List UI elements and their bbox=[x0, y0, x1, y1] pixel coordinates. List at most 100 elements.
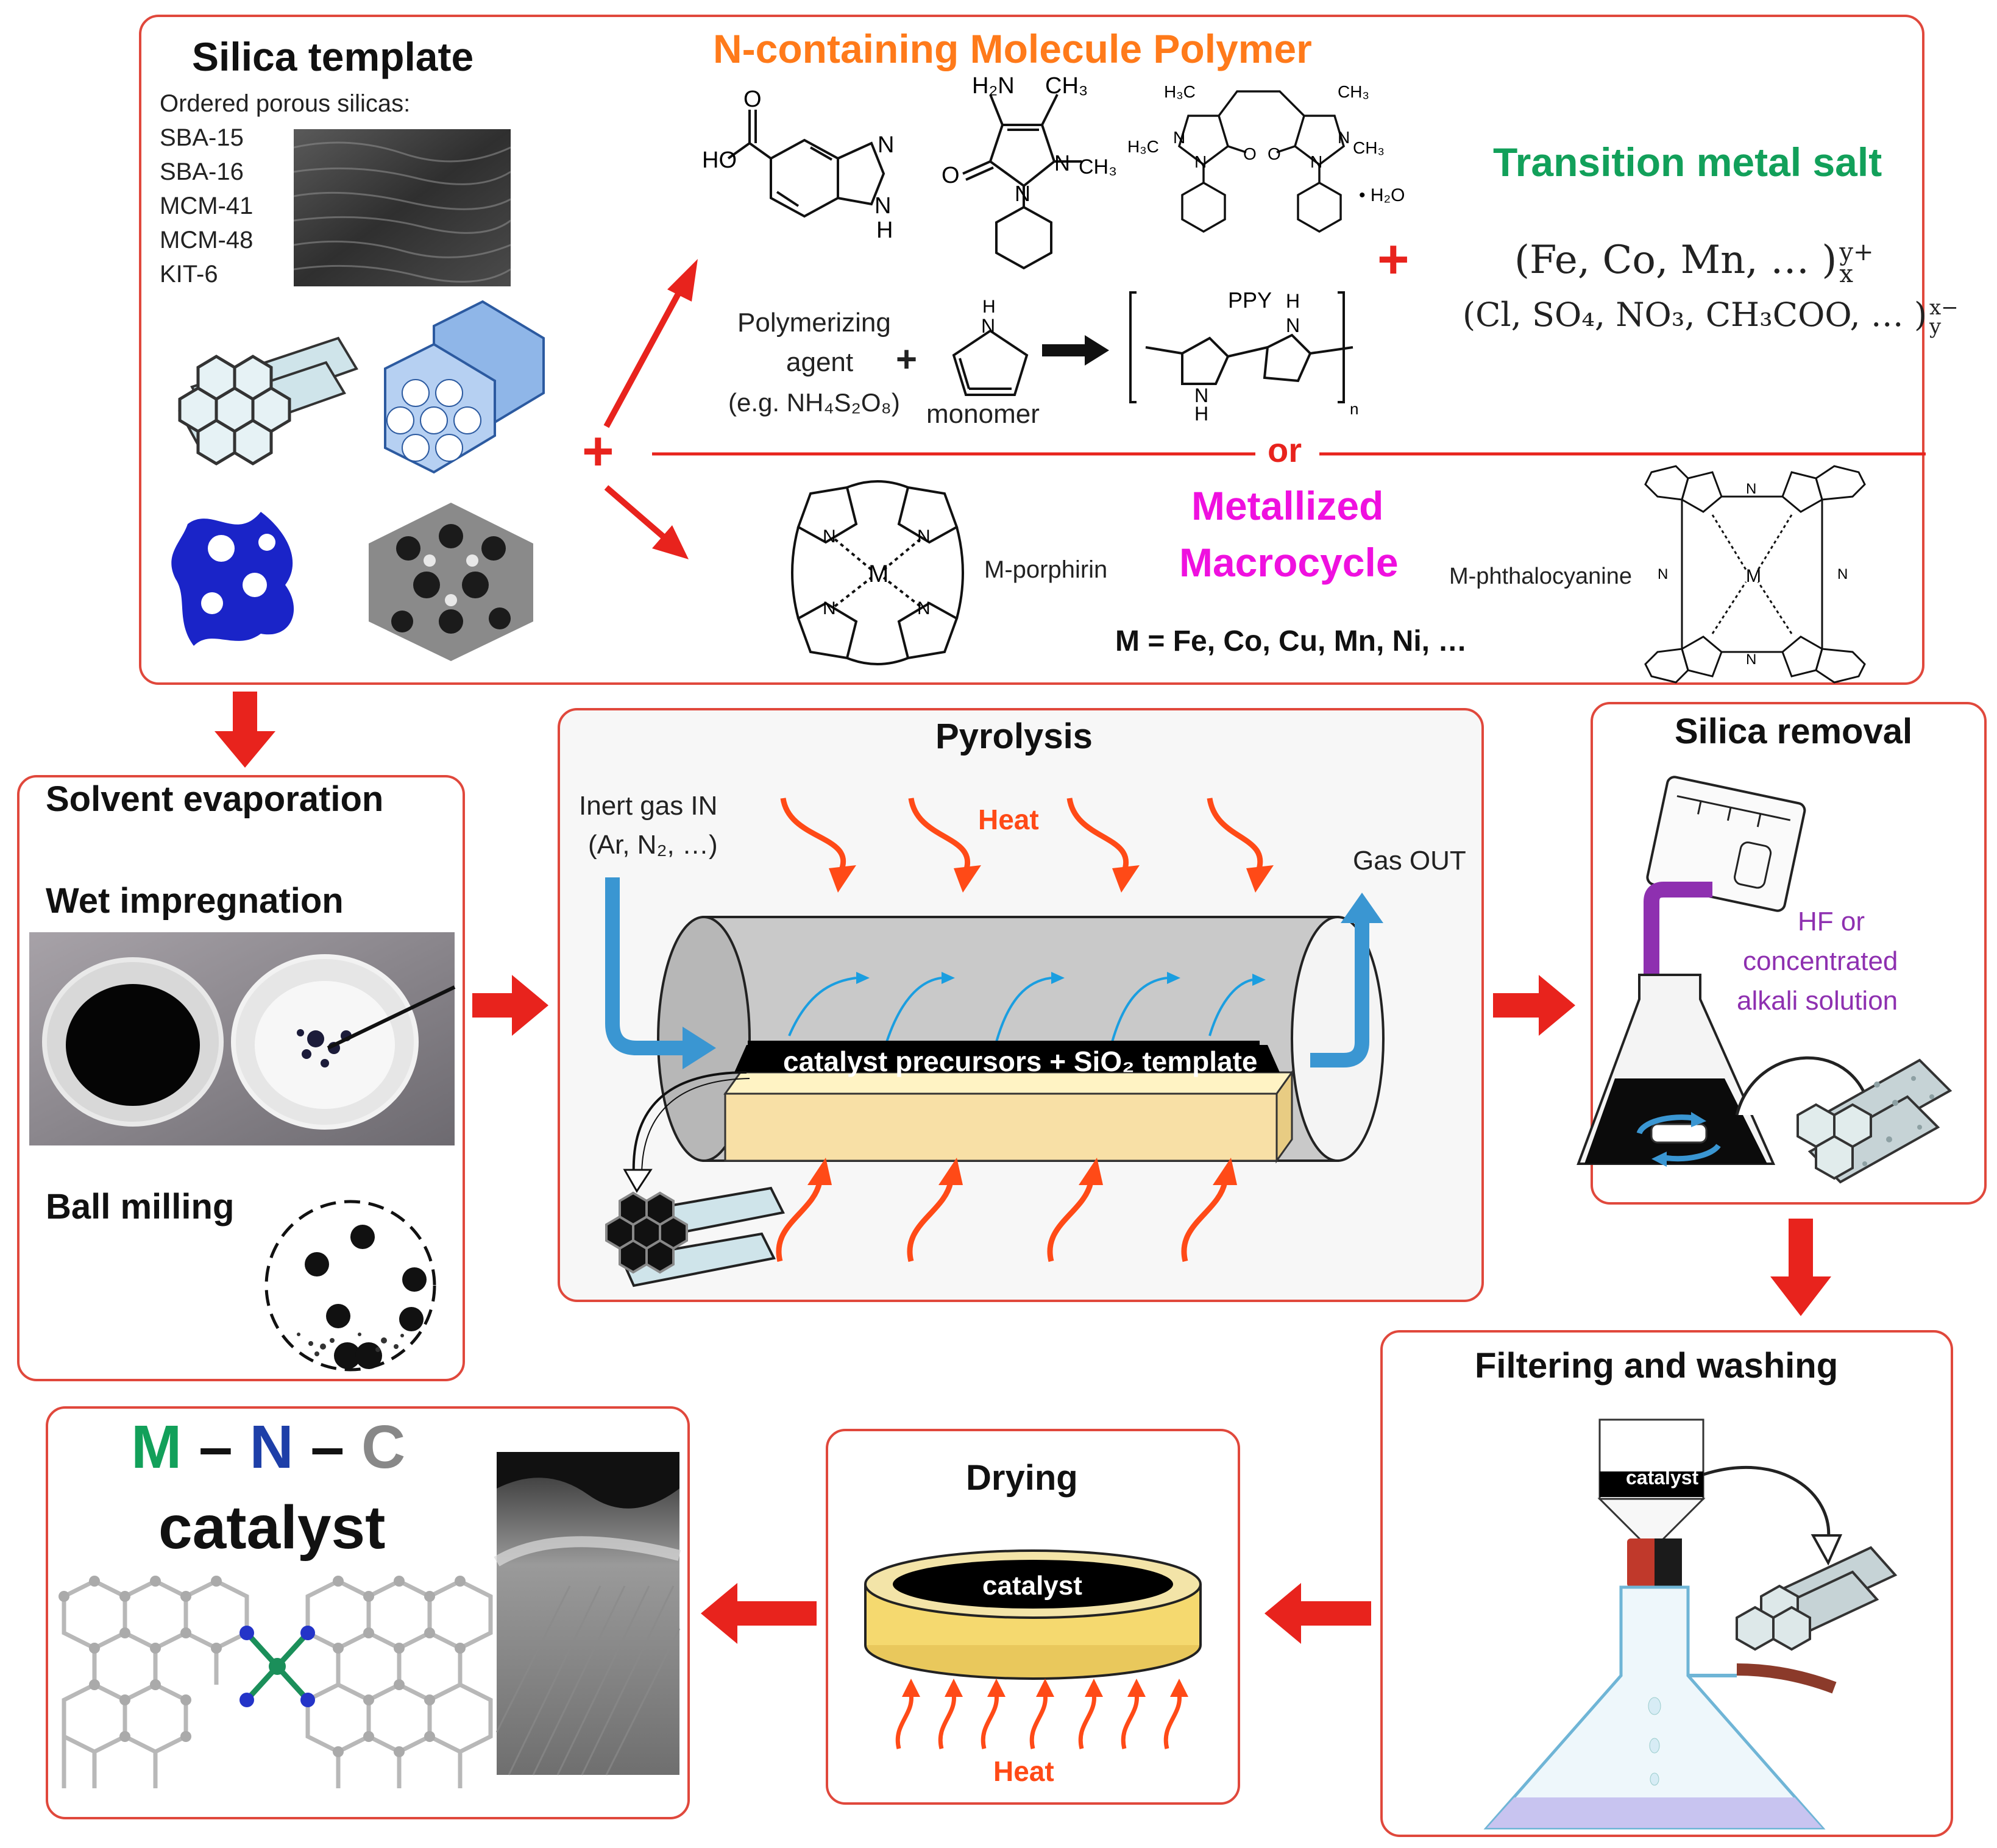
mcm41-prism-icon bbox=[384, 300, 545, 474]
svg-text:N: N bbox=[1194, 384, 1208, 406]
silica-type: SBA-16 bbox=[160, 158, 244, 185]
agent-label: agent bbox=[786, 347, 854, 377]
svg-text:N: N bbox=[1746, 651, 1756, 668]
arrow-up-right-icon bbox=[603, 259, 698, 428]
svg-text:N: N bbox=[1173, 128, 1185, 147]
arrow-left-icon bbox=[1265, 1583, 1371, 1644]
filter-cake-label: catalyst bbox=[1626, 1467, 1699, 1489]
heat-label-top: Heat bbox=[978, 804, 1039, 835]
porphirin-label: M-porphirin bbox=[984, 556, 1108, 583]
drying-title: Drying bbox=[966, 1458, 1078, 1498]
etchant-line-1: HF or bbox=[1798, 907, 1865, 936]
water-label: • H₂O bbox=[1359, 185, 1405, 205]
ball-milling-label: Ball milling bbox=[46, 1187, 235, 1227]
polymerizing-agent-label: Polymerizing bbox=[737, 308, 891, 338]
aminoantipyrine-structure: H₂N CH₃ O N N CH₃ bbox=[942, 73, 1117, 270]
silica-type: MCM-41 bbox=[160, 193, 254, 219]
monomer-label: monomer bbox=[926, 399, 1040, 429]
inert-gas-list: (Ar, N₂, …) bbox=[588, 830, 718, 860]
sem-catalyst-image bbox=[494, 1452, 681, 1775]
svg-text:H: H bbox=[876, 218, 893, 243]
etchant-line-2: concentrated bbox=[1743, 946, 1898, 976]
svg-text:H: H bbox=[1194, 403, 1208, 425]
cation-formula: (Fe, Co, Mn, … )y+x bbox=[1514, 238, 1874, 288]
svg-text:N: N bbox=[1310, 152, 1322, 171]
svg-text:M: M bbox=[1746, 566, 1761, 586]
arrow-left-icon bbox=[701, 1583, 817, 1644]
silica-removal-title: Silica removal bbox=[1675, 712, 1913, 751]
silica-template-title: Silica template bbox=[192, 34, 474, 79]
svg-text:N: N bbox=[1746, 481, 1756, 497]
svg-text:N: N bbox=[1194, 152, 1207, 171]
svg-text:H: H bbox=[982, 297, 996, 317]
svg-text:O: O bbox=[942, 163, 960, 188]
arrow-down-icon bbox=[1770, 1219, 1831, 1316]
svg-text:N: N bbox=[878, 132, 894, 158]
grey-gyroid-icon bbox=[369, 503, 533, 661]
svg-text:CH₃: CH₃ bbox=[1338, 82, 1369, 101]
svg-text:O: O bbox=[743, 87, 762, 112]
svg-text:H₂N: H₂N bbox=[972, 73, 1015, 99]
hexagonal-rod-bundle-icon bbox=[178, 336, 358, 466]
svg-text:O: O bbox=[1243, 144, 1257, 163]
drying-dish bbox=[864, 1549, 1202, 1749]
mnc-formula: M – N – C bbox=[131, 1413, 406, 1481]
svg-text:H: H bbox=[1286, 290, 1300, 312]
svg-text:H₃C: H₃C bbox=[1127, 137, 1159, 156]
solvent-evaporation-title: Solvent evaporation bbox=[46, 779, 384, 819]
catalyst-title: catalyst bbox=[158, 1493, 386, 1562]
svg-text:HO: HO bbox=[702, 147, 737, 173]
svg-text:CH₃: CH₃ bbox=[1045, 73, 1088, 99]
metallized-title: Metallized bbox=[1191, 483, 1384, 528]
wet-impregnation-label: Wet impregnation bbox=[46, 881, 344, 921]
oxidant-example: (e.g. NH₄S₂O₈) bbox=[728, 388, 900, 417]
boat-label: catalyst precursors + SiO₂ template bbox=[783, 1046, 1258, 1077]
pyrolysis-title: Pyrolysis bbox=[935, 717, 1093, 756]
silica-type: KIT-6 bbox=[160, 261, 218, 288]
ball-mill-icon bbox=[264, 1200, 436, 1372]
anion-formula: (Cl, SO₄, NO₃, CH₃COO, … )x−y bbox=[1463, 296, 1959, 339]
arrow-down-right-icon bbox=[604, 485, 689, 559]
macrocycle-title: Macrocycle bbox=[1179, 540, 1399, 585]
pyrrole-monomer-structure: H N bbox=[952, 297, 1029, 396]
filtering-title: Filtering and washing bbox=[1475, 1346, 1839, 1386]
polypyrrole-structure: PPY H N N H n bbox=[1129, 288, 1358, 425]
silica-type: MCM-48 bbox=[160, 227, 254, 253]
svg-text:N: N bbox=[823, 598, 836, 618]
svg-text:N: N bbox=[917, 598, 931, 618]
drying-catalyst-label: catalyst bbox=[982, 1571, 1082, 1601]
plus-sign-small: + bbox=[896, 339, 918, 380]
svg-text:N: N bbox=[874, 193, 891, 219]
mnc-structure bbox=[59, 1576, 493, 1788]
svg-text:N: N bbox=[981, 315, 995, 337]
svg-text:CH₃: CH₃ bbox=[1079, 155, 1117, 179]
svg-text:N: N bbox=[1286, 314, 1300, 336]
drying-heat-label: Heat bbox=[993, 1755, 1054, 1787]
silica-type: SBA-15 bbox=[160, 124, 244, 151]
ordered-silicas-label: Ordered porous silicas: bbox=[160, 90, 411, 117]
metal-list: M = Fe, Co, Cu, Mn, Ni, … bbox=[1115, 625, 1467, 657]
svg-text:O: O bbox=[1268, 144, 1281, 163]
arrow-right-icon bbox=[1493, 975, 1575, 1036]
arrow-right-icon bbox=[472, 975, 548, 1036]
svg-text:N: N bbox=[1015, 181, 1030, 206]
filtration-apparatus bbox=[1483, 1418, 1898, 1830]
n-molecule-polymer-title: N-containing Molecule Polymer bbox=[713, 26, 1312, 71]
svg-text:N: N bbox=[917, 526, 931, 547]
svg-text:M: M bbox=[868, 561, 889, 587]
svg-text:CH₃: CH₃ bbox=[1353, 138, 1385, 157]
sem-silica-image bbox=[293, 129, 511, 286]
svg-text:N: N bbox=[1658, 566, 1668, 582]
plus-sign-metal: + bbox=[1377, 229, 1410, 290]
inert-gas-in-label: Inert gas IN bbox=[579, 791, 718, 821]
svg-text:N: N bbox=[1338, 128, 1350, 147]
benzimidazole-acid-structure: O HO N N H bbox=[702, 87, 894, 243]
silica-removal-diagram bbox=[1577, 776, 1953, 1184]
or-divider bbox=[652, 452, 1926, 456]
blue-gyroid-icon bbox=[171, 512, 294, 646]
wet-impregnation-photo bbox=[29, 932, 456, 1145]
transition-metal-salt-title: Transition metal salt bbox=[1493, 140, 1882, 185]
